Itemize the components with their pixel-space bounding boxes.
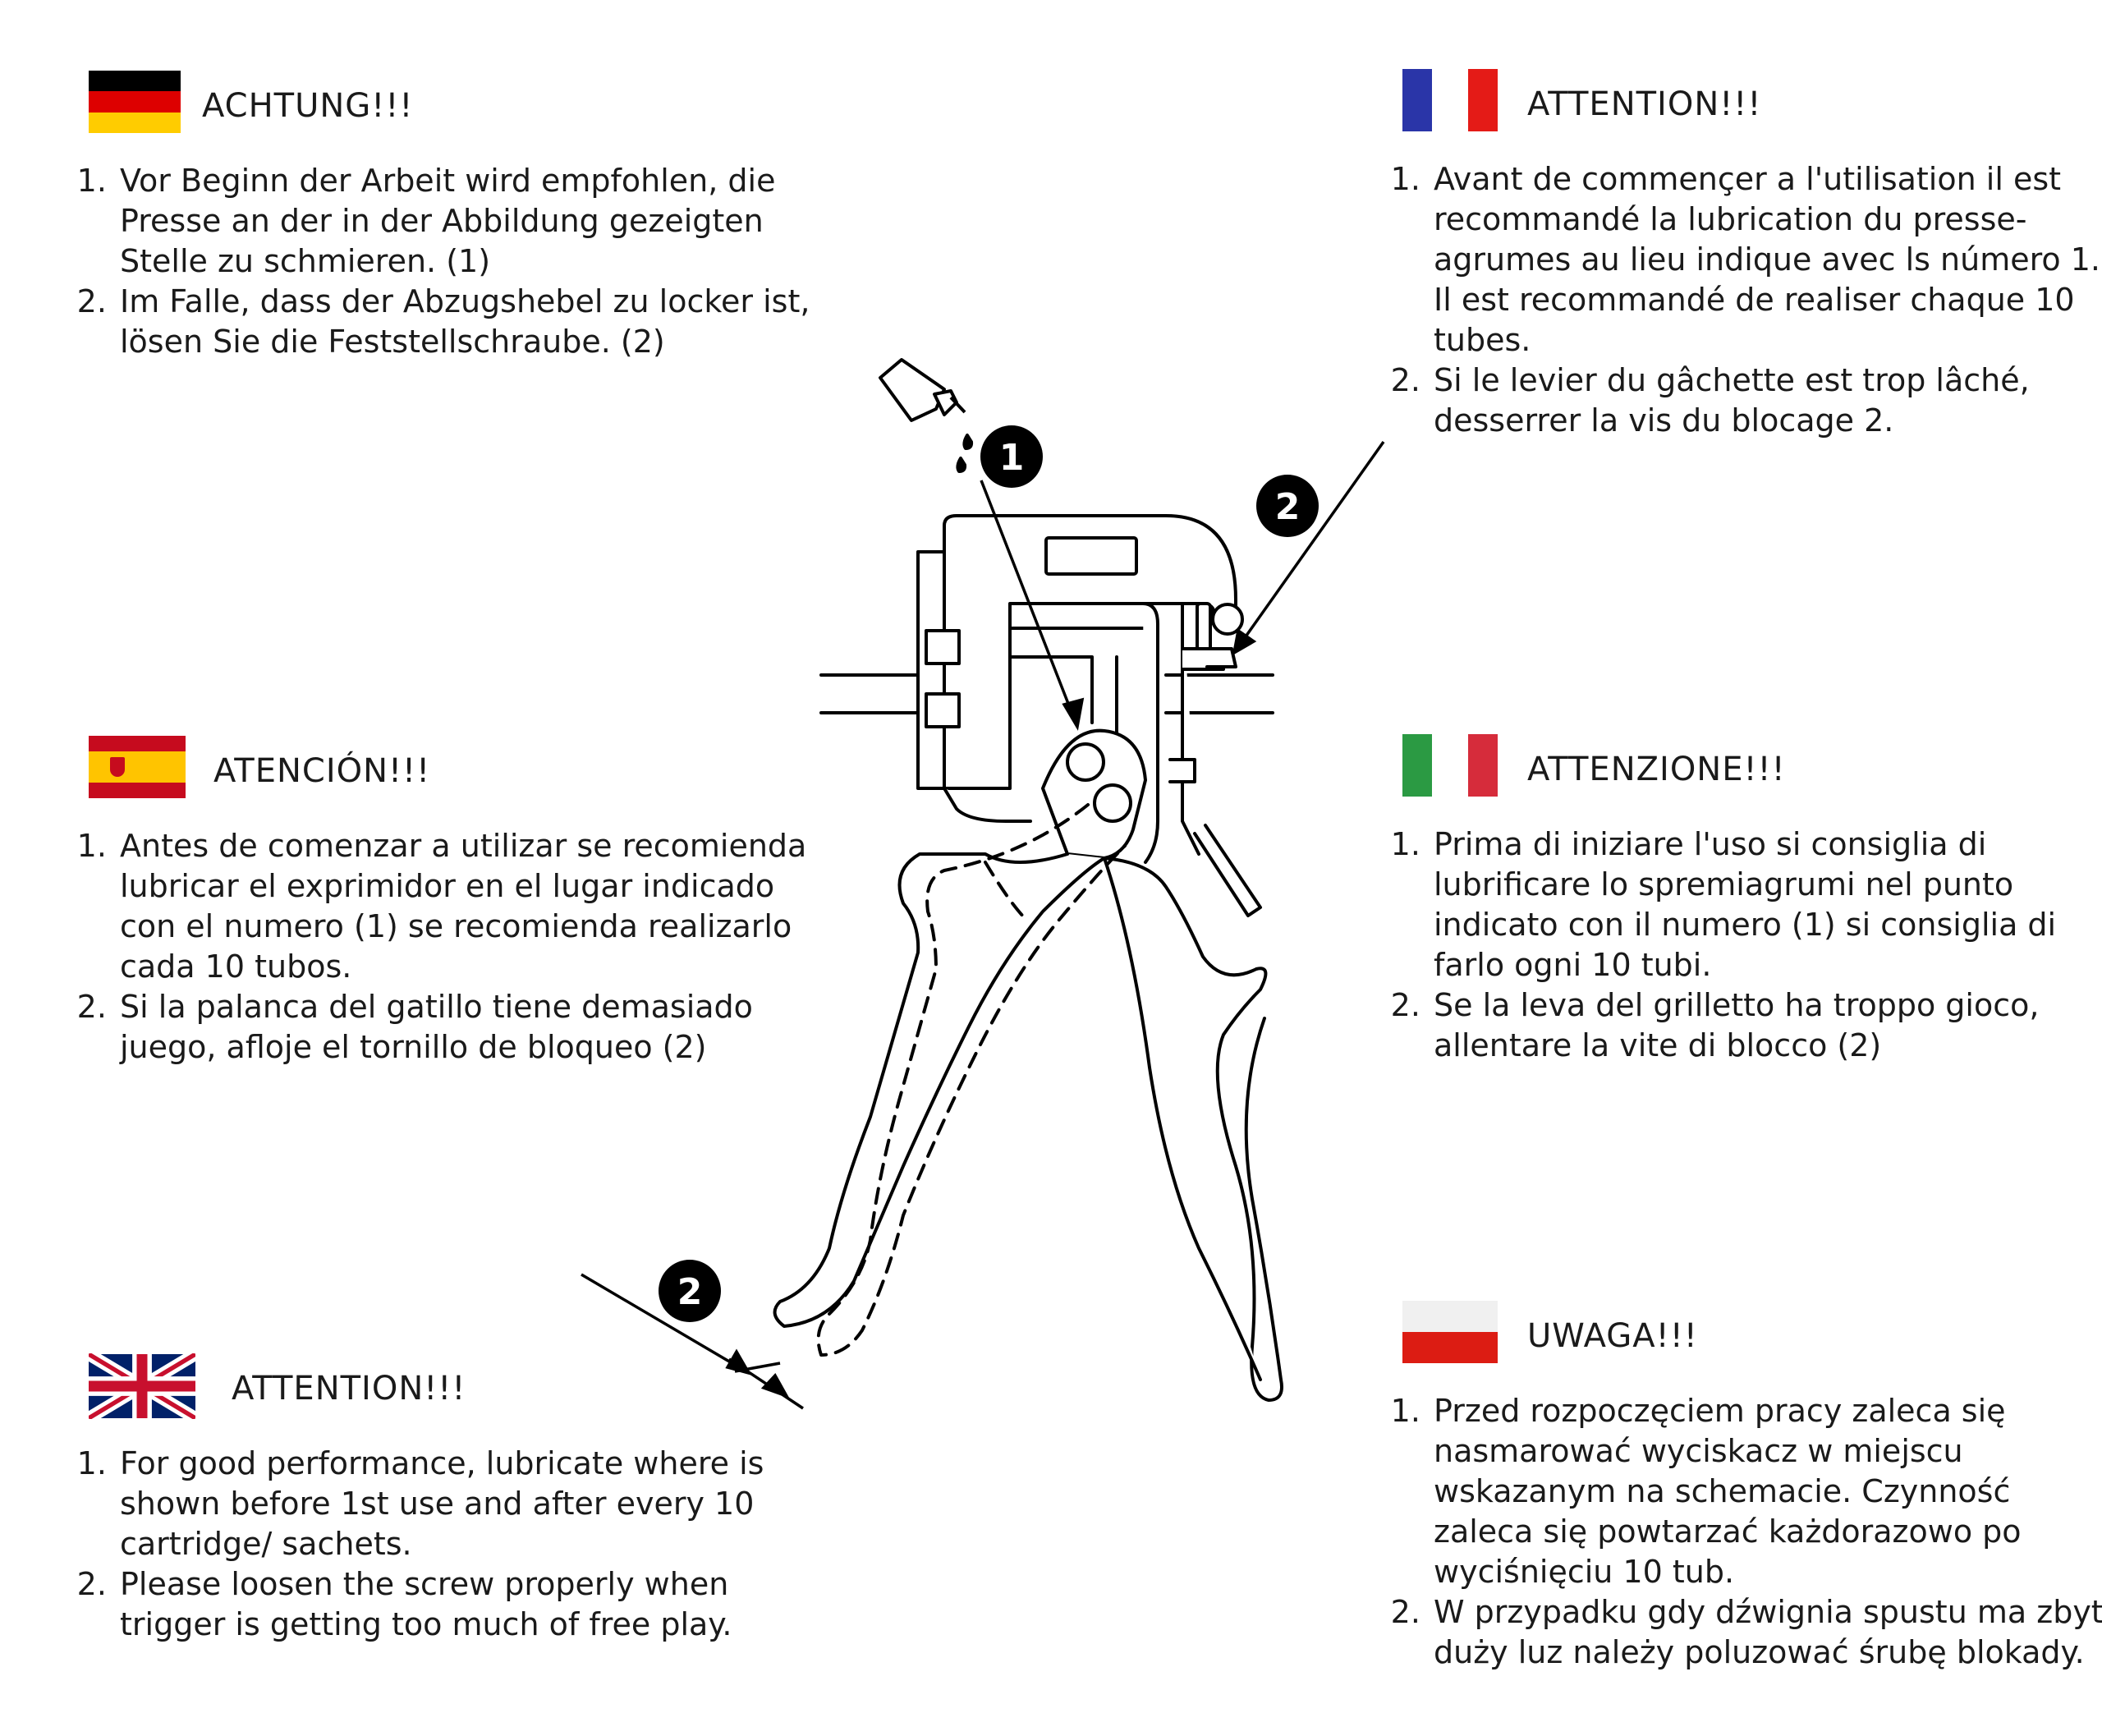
oil-bottle-icon [879, 358, 974, 473]
coat-of-arms-icon [110, 757, 125, 777]
callout-2-badge-bottom: 2 [659, 1260, 721, 1322]
section-heading: ACHTUNG!!! [202, 87, 414, 125]
instruction-item: Przed rozpoczęciem pracy zaleca się nasm… [1430, 1391, 2102, 1592]
uk-flag-icon [89, 1353, 195, 1419]
instruction-item: Avant de commençer a l'utilisation il es… [1430, 159, 2102, 361]
svg-text:2: 2 [1275, 486, 1301, 528]
instruction-list: Avant de commençer a l'utilisation il es… [1402, 159, 2102, 441]
callout-2-badge-top: 2 [1256, 475, 1319, 537]
section-heading: UWAGA!!! [1527, 1317, 1698, 1355]
spain-flag-icon [89, 736, 186, 798]
section-heading: ATTENTION!!! [232, 1370, 466, 1408]
instruction-item: For good performance, lubricate where is… [117, 1444, 823, 1564]
instruction-item: Si le levier du gâchette est trop lâché,… [1430, 361, 2102, 441]
instruction-list: For good performance, lubricate where is… [89, 1444, 823, 1645]
germany-flag-icon [89, 71, 181, 133]
instruction-item: Si la palanca del gatillo tiene demasiad… [117, 987, 823, 1068]
section-heading: ATTENZIONE!!! [1527, 751, 1786, 788]
instruction-item: Se la leva del grilletto ha troppo gioco… [1430, 985, 2102, 1066]
instruction-list: Przed rozpoczęciem pracy zaleca się nasm… [1402, 1391, 2102, 1673]
section-heading: ATTENTION!!! [1527, 85, 1762, 123]
svg-text:2: 2 [677, 1271, 703, 1313]
instruction-list: Prima di iniziare l'uso si consiglia di … [1402, 824, 2102, 1066]
italy-flag-icon [1402, 734, 1498, 797]
instruction-item: Antes de comenzar a utilizar se recomien… [117, 826, 823, 987]
france-flag-icon [1402, 69, 1498, 131]
instruction-item: Please loosen the screw properly when tr… [117, 1564, 823, 1645]
instruction-item: W przypadku gdy dźwignia spustu ma zbyt … [1430, 1592, 2102, 1673]
instruction-item: Vor Beginn der Arbeit wird empfohlen, di… [117, 161, 823, 282]
instruction-list: Antes de comenzar a utilizar se recomien… [89, 826, 823, 1068]
caulking-gun-icon [773, 514, 1283, 1402]
instruction-item: Prima di iniziare l'uso si consiglia di … [1430, 824, 2102, 985]
instruction-list: Vor Beginn der Arbeit wird empfohlen, di… [89, 161, 823, 362]
svg-text:1: 1 [999, 437, 1025, 479]
callout-1-badge: 1 [980, 425, 1043, 488]
poland-flag-icon [1402, 1301, 1498, 1363]
instruction-item: Im Falle, dass der Abzugshebel zu locker… [117, 282, 823, 362]
section-heading: ATENCIÓN!!! [213, 752, 431, 790]
